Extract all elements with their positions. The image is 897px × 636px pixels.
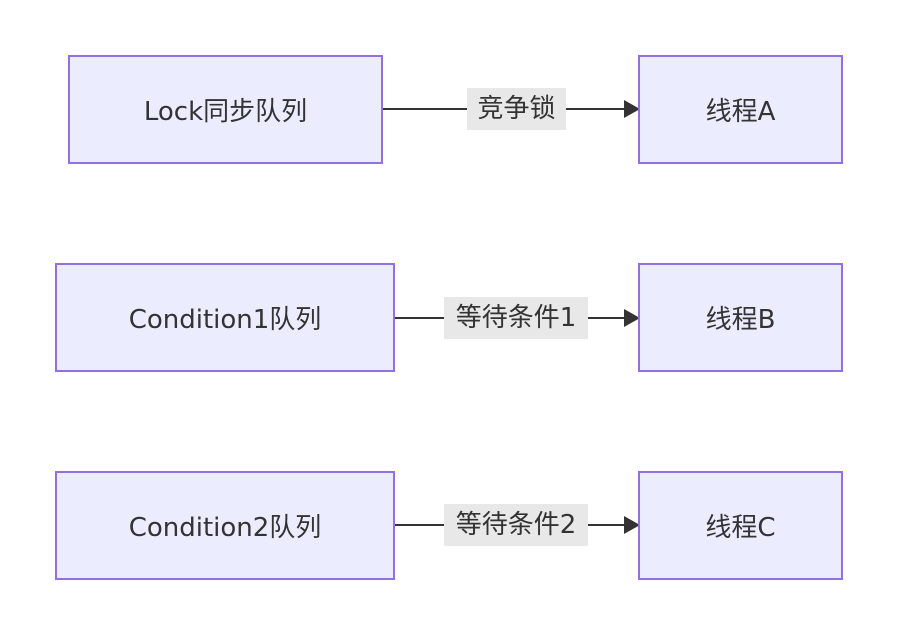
node-thread-b: 线程B	[638, 263, 843, 372]
edge-label-wait-condition2: 等待条件2	[444, 504, 588, 546]
edge-label-compete-lock: 竞争锁	[467, 88, 566, 130]
arrow-head-2	[624, 309, 640, 327]
node-label: 线程A	[705, 97, 776, 127]
node-label: Condition1队列	[128, 305, 322, 335]
node-thread-a: 线程A	[638, 55, 843, 164]
arrow-head-1	[624, 100, 640, 118]
edge-label-wait-condition1: 等待条件1	[444, 297, 588, 339]
node-label: Condition2队列	[128, 513, 322, 543]
node-thread-c: 线程C	[638, 471, 843, 580]
arrow-head-3	[624, 516, 640, 534]
node-label: 线程B	[705, 305, 776, 335]
node-label: 线程C	[705, 513, 776, 543]
node-condition2-queue: Condition2队列	[55, 471, 395, 580]
node-condition1-queue: Condition1队列	[55, 263, 395, 372]
node-lock-sync-queue: Lock同步队列	[68, 55, 383, 164]
node-label: Lock同步队列	[143, 97, 308, 127]
